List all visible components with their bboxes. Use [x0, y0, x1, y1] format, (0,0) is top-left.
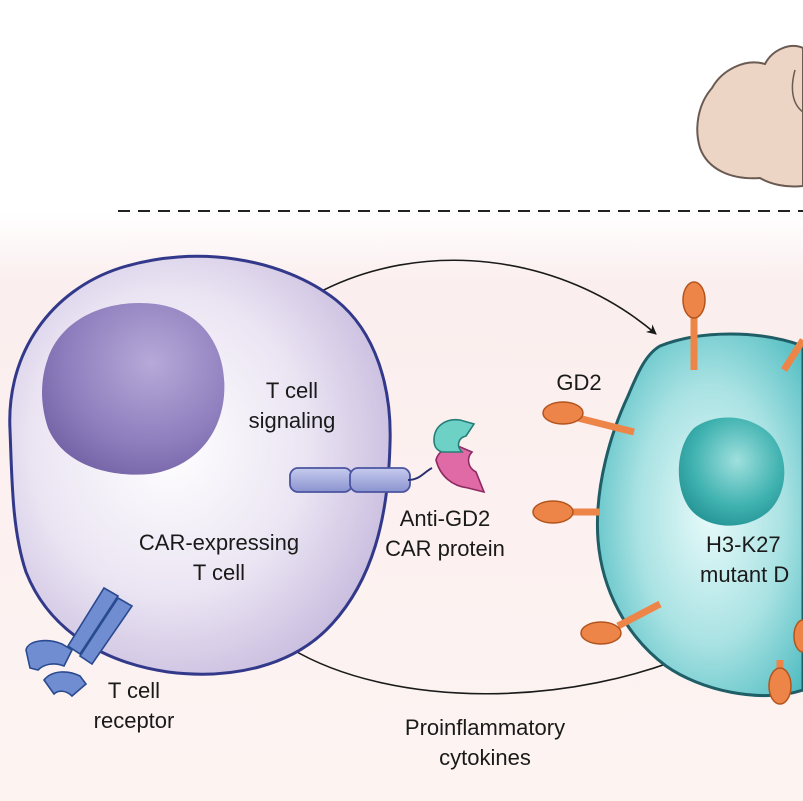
arrow-to-tumor-top [315, 259, 657, 335]
car-protein [289, 418, 486, 494]
t-cell-receptor-icon [25, 586, 134, 698]
car-binding-domain-teal [433, 418, 476, 453]
car-t-cell [8, 254, 392, 676]
label-proinflammatory-cytokines: Proinflammatory cytokines [404, 715, 566, 770]
label-t-cell-signaling: T cell signaling [248, 378, 336, 433]
gd2-receptors [532, 281, 803, 705]
brain-icon [696, 45, 803, 188]
label-h3-k27-mutant: H3-K27 mutant D [700, 532, 790, 587]
label-gd2: GD2 [556, 370, 602, 395]
tumor-cell [595, 332, 803, 697]
arrow-cytokines [289, 647, 707, 695]
label-car-expressing-t-cell: CAR-expressing T cell [138, 530, 300, 585]
label-anti-gd2-car-protein: Anti-GD2 CAR protein [385, 506, 505, 561]
label-t-cell-receptor: T cell receptor [93, 678, 175, 733]
tumor-nucleus [678, 417, 785, 526]
t-cell-nucleus [42, 302, 225, 475]
